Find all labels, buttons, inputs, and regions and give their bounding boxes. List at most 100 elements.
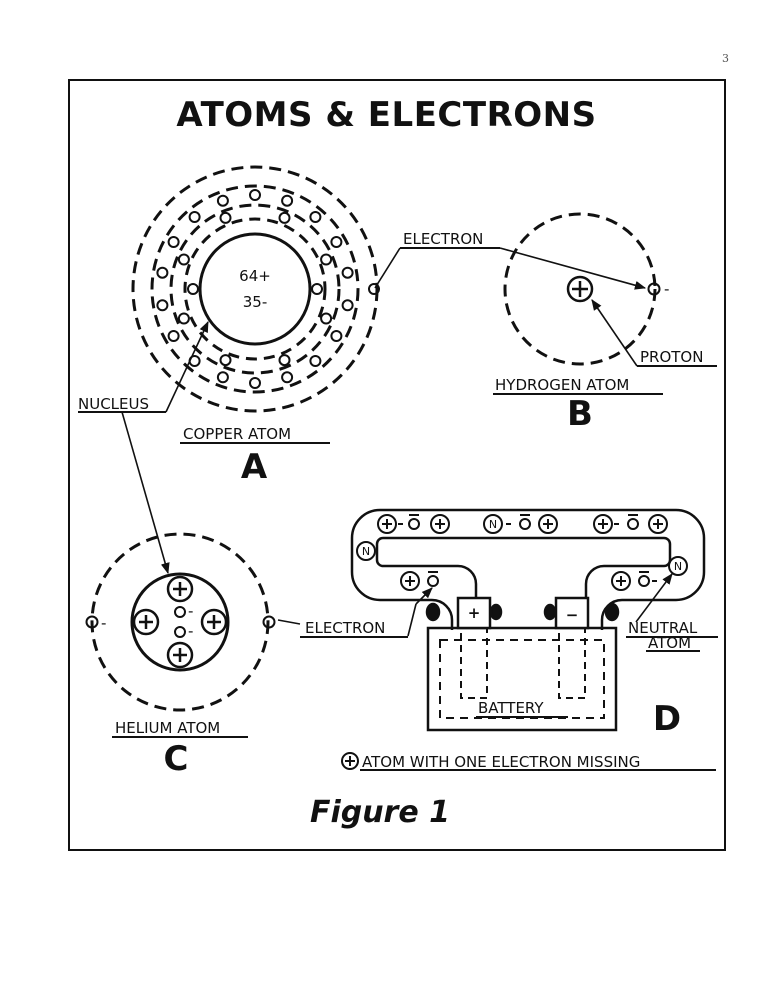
neutral-atom: N — [668, 556, 688, 576]
copper-electron — [341, 299, 354, 312]
hydrogen-electron — [647, 282, 661, 296]
proton-pointer — [591, 299, 638, 367]
positive-ion — [648, 514, 668, 534]
positive-ion — [593, 514, 613, 534]
copper-electron — [167, 236, 180, 248]
copper-electron — [156, 266, 169, 279]
figure-frame — [68, 79, 726, 851]
copper-electron — [368, 283, 380, 295]
copper-shell-1 — [183, 217, 327, 361]
copper-electron — [188, 211, 201, 223]
copper-atom — [131, 165, 380, 413]
nucleus-pointer-helium — [121, 411, 170, 575]
battery-label: BATTERY — [478, 699, 544, 717]
copper-electron — [320, 253, 333, 266]
proton-label: PROTON — [640, 348, 703, 366]
copper-shell-4 — [131, 165, 379, 413]
neutral-atom: N — [356, 541, 376, 561]
copper-electron — [330, 330, 343, 342]
positive-ion — [400, 571, 420, 591]
positive-ion — [430, 514, 450, 534]
positive-electrode — [460, 627, 488, 699]
moving-electron — [519, 514, 531, 530]
negative-electrode — [558, 627, 586, 699]
copper-electron — [278, 211, 291, 224]
helium-protons — [132, 575, 228, 669]
copper-shell-3 — [150, 184, 360, 394]
helium-nucleus-electron-sign-top: - — [188, 602, 193, 620]
circuit-atoms: N N N — [356, 514, 688, 591]
copper-nucleus — [198, 232, 312, 346]
copper-electron — [216, 371, 229, 384]
copper-electron — [177, 312, 190, 325]
copper-atom-label: COPPER ATOM — [183, 425, 291, 443]
copper-electron — [219, 354, 232, 367]
wire-inner — [375, 536, 672, 602]
copper-electron — [281, 194, 294, 207]
negative-terminal-sign: − — [566, 606, 579, 624]
neutral-atom: N — [483, 514, 503, 534]
hydrogen-atom-label: HYDROGEN ATOM — [495, 376, 629, 394]
battery-case — [426, 626, 618, 732]
neutral-atom-pointer — [635, 573, 673, 623]
helium-electron-left — [85, 615, 99, 629]
helium-atom — [85, 532, 276, 712]
helium-letter: C — [164, 739, 189, 779]
copper-nucleus-positive: 64+ — [239, 267, 271, 285]
copper-electrons — [156, 189, 380, 389]
positive-terminal-sign: + — [468, 604, 481, 622]
svg-text:N: N — [674, 560, 682, 573]
positive-ion — [377, 514, 397, 534]
hydrogen-electron-label: ELECTRON — [403, 230, 483, 248]
helium-nucleus — [130, 572, 230, 672]
copper-electron — [281, 371, 294, 384]
positive-ion — [611, 571, 631, 591]
figure-caption: Figure 1 — [310, 795, 450, 830]
hydrogen-orbit — [503, 212, 657, 366]
helium-proton — [200, 608, 228, 636]
helium-electron-label: ELECTRON — [305, 619, 385, 637]
copper-electron — [311, 283, 323, 295]
legend-plus-symbol — [341, 752, 359, 770]
helium-proton — [132, 608, 160, 636]
helium-nucleus-electron-sign-bottom: - — [188, 622, 193, 640]
copper-electron — [187, 283, 199, 295]
copper-letter: A — [241, 447, 268, 487]
electron-pointer-hydrogen — [499, 247, 647, 290]
copper-nucleus-negative: 35- — [243, 293, 268, 311]
copper-electron — [309, 211, 322, 223]
helium-atom-label: HELIUM ATOM — [115, 719, 220, 737]
neutral-atom-label-1: NEUTRAL — [628, 619, 698, 637]
helium-electron-right — [262, 615, 276, 629]
figure-title: ATOMS & ELECTRONS — [176, 95, 597, 135]
copper-shell-2 — [169, 203, 341, 375]
battery-letter: D — [653, 699, 681, 739]
copper-electron — [177, 253, 190, 266]
positive-ion — [538, 514, 558, 534]
svg-text:N: N — [489, 518, 497, 531]
page-number: 3 — [722, 52, 729, 65]
hydrogen-proton — [566, 275, 594, 303]
moving-electron — [638, 571, 650, 587]
helium-orbit — [90, 532, 270, 712]
svg-text:N: N — [362, 545, 370, 558]
copper-electron — [167, 330, 180, 342]
hydrogen-electron-sign: - — [664, 280, 669, 298]
battery-circuit — [350, 508, 706, 732]
copper-electron — [341, 266, 354, 279]
copper-electron — [320, 312, 333, 325]
helium-left-electron-sign: - — [101, 614, 106, 632]
copper-electron — [249, 377, 261, 389]
neutral-atom-label-2: ATOM — [648, 634, 691, 652]
nucleus-label: NUCLEUS — [78, 395, 149, 413]
copper-electron — [249, 189, 261, 201]
copper-electron — [219, 211, 232, 224]
copper-electron — [278, 354, 291, 367]
hydrogen-letter: B — [567, 394, 593, 434]
moving-electron — [627, 514, 639, 530]
legend-text: ATOM WITH ONE ELECTRON MISSING — [362, 753, 640, 771]
nucleus-pointer-copper — [165, 320, 209, 413]
moving-electron — [408, 514, 420, 530]
copper-electron — [216, 194, 229, 207]
